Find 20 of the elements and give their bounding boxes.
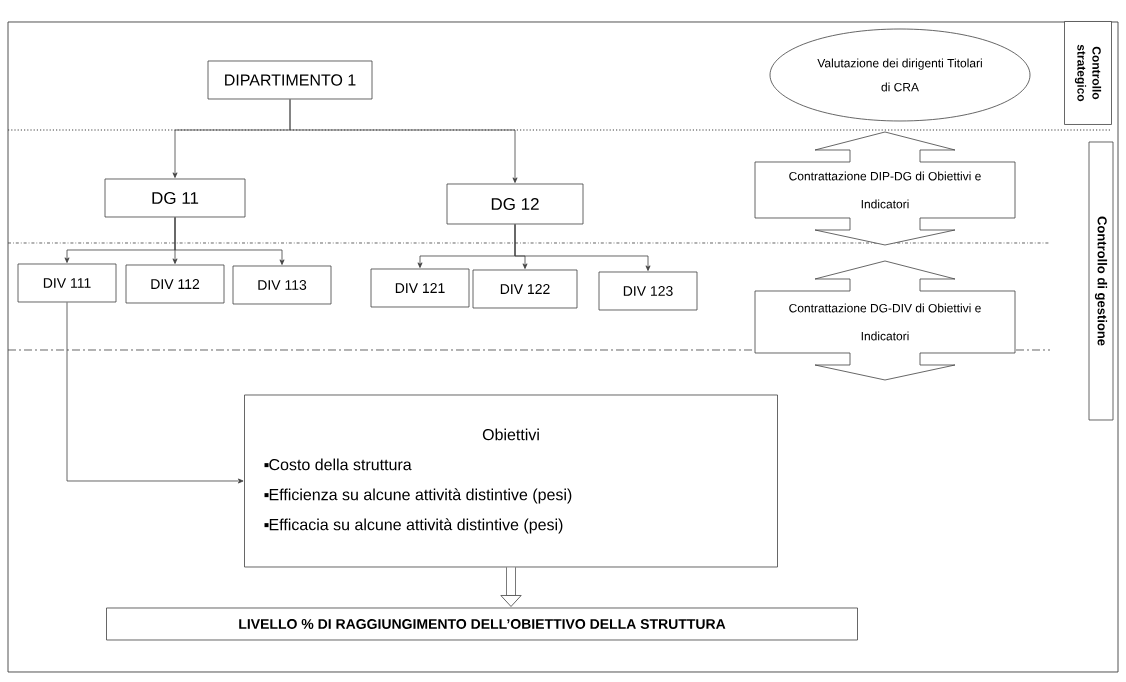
org-box: DG 11 bbox=[104, 178, 246, 218]
org-box: DIPARTIMENTO 1 bbox=[207, 60, 373, 100]
double-arrow-box: Contrattazione DG-DIV di Obiettivi e Indicatori bbox=[754, 260, 1016, 381]
result-box: LIVELLO % DI RAGGIUNGIMENTO DELL’OBIETTIVO DELLA STRUTTURA bbox=[106, 607, 858, 641]
objectives-box: Obiettivi Costo della struttura Efficienza su alcune attività distintive (pesi) Efficacia su alcune attività distintive (pesi) bbox=[244, 394, 778, 568]
org-box: DIV 122 bbox=[472, 269, 578, 309]
arrow bbox=[66, 302, 244, 484]
org-box: DIV 121 bbox=[370, 268, 470, 308]
arrow bbox=[514, 224, 651, 271]
arrow bbox=[174, 217, 285, 265]
double-arrow-box: Contrattazione DIP-DG di Obiettivi e Indicatori bbox=[754, 131, 1016, 246]
side-label-box: Controllo di gestione bbox=[1088, 141, 1114, 421]
block-arrow bbox=[500, 567, 522, 607]
org-box: DIV 113 bbox=[232, 265, 332, 305]
org-box: DIV 111 bbox=[17, 263, 117, 303]
arrow bbox=[289, 99, 518, 183]
org-box: DG 12 bbox=[446, 183, 584, 225]
org-box: DIV 112 bbox=[125, 264, 225, 304]
org-box: DIV 123 bbox=[598, 271, 698, 311]
side-label-box: Controllo strategico bbox=[1064, 21, 1112, 125]
